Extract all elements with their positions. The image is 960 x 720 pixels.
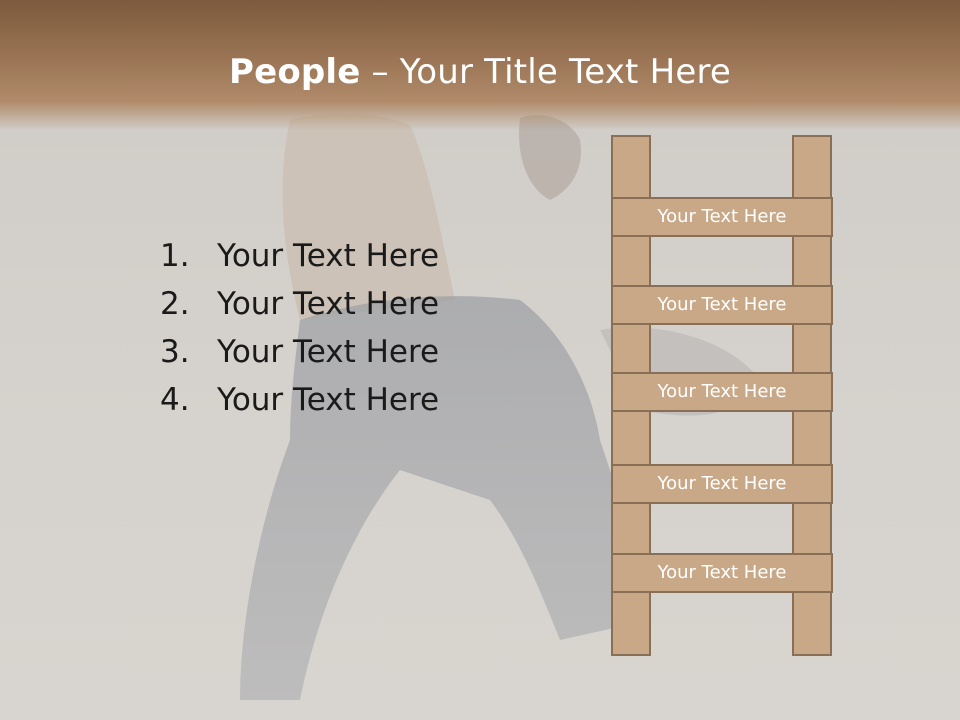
list-item[interactable]: 4. Your Text Here	[160, 376, 439, 424]
list-number: 3.	[160, 334, 190, 370]
list-number: 1.	[160, 238, 190, 274]
list-text: Your Text Here	[217, 286, 440, 322]
ladder-rung-2[interactable]: Your Text Here	[611, 285, 833, 325]
title-bold-part: People	[228, 52, 361, 92]
list-number: 2.	[160, 286, 190, 322]
list-item[interactable]: 1. Your Text Here	[160, 232, 439, 280]
ladder-rung-5[interactable]: Your Text Here	[611, 553, 833, 593]
title-bar	[0, 0, 960, 130]
list-text: Your Text Here	[217, 238, 440, 274]
list-item[interactable]: 3. Your Text Here	[160, 328, 439, 376]
numbered-list: 1. Your Text Here 2. Your Text Here 3. Your…	[160, 232, 439, 424]
ladder-diagram: Your Text Here Your Text Here Your Text …	[611, 135, 833, 658]
list-text: Your Text Here	[217, 382, 440, 418]
list-number: 4.	[160, 382, 190, 418]
ladder-rung-4[interactable]: Your Text Here	[611, 464, 833, 504]
title-rest-part: – Your Title Text Here	[360, 52, 732, 92]
list-item[interactable]: 2. Your Text Here	[160, 280, 439, 328]
ladder-rung-3[interactable]: Your Text Here	[611, 372, 833, 412]
list-text: Your Text Here	[217, 334, 440, 370]
slide-title: People – Your Title Text Here	[0, 52, 960, 92]
ladder-rung-1[interactable]: Your Text Here	[611, 197, 833, 237]
